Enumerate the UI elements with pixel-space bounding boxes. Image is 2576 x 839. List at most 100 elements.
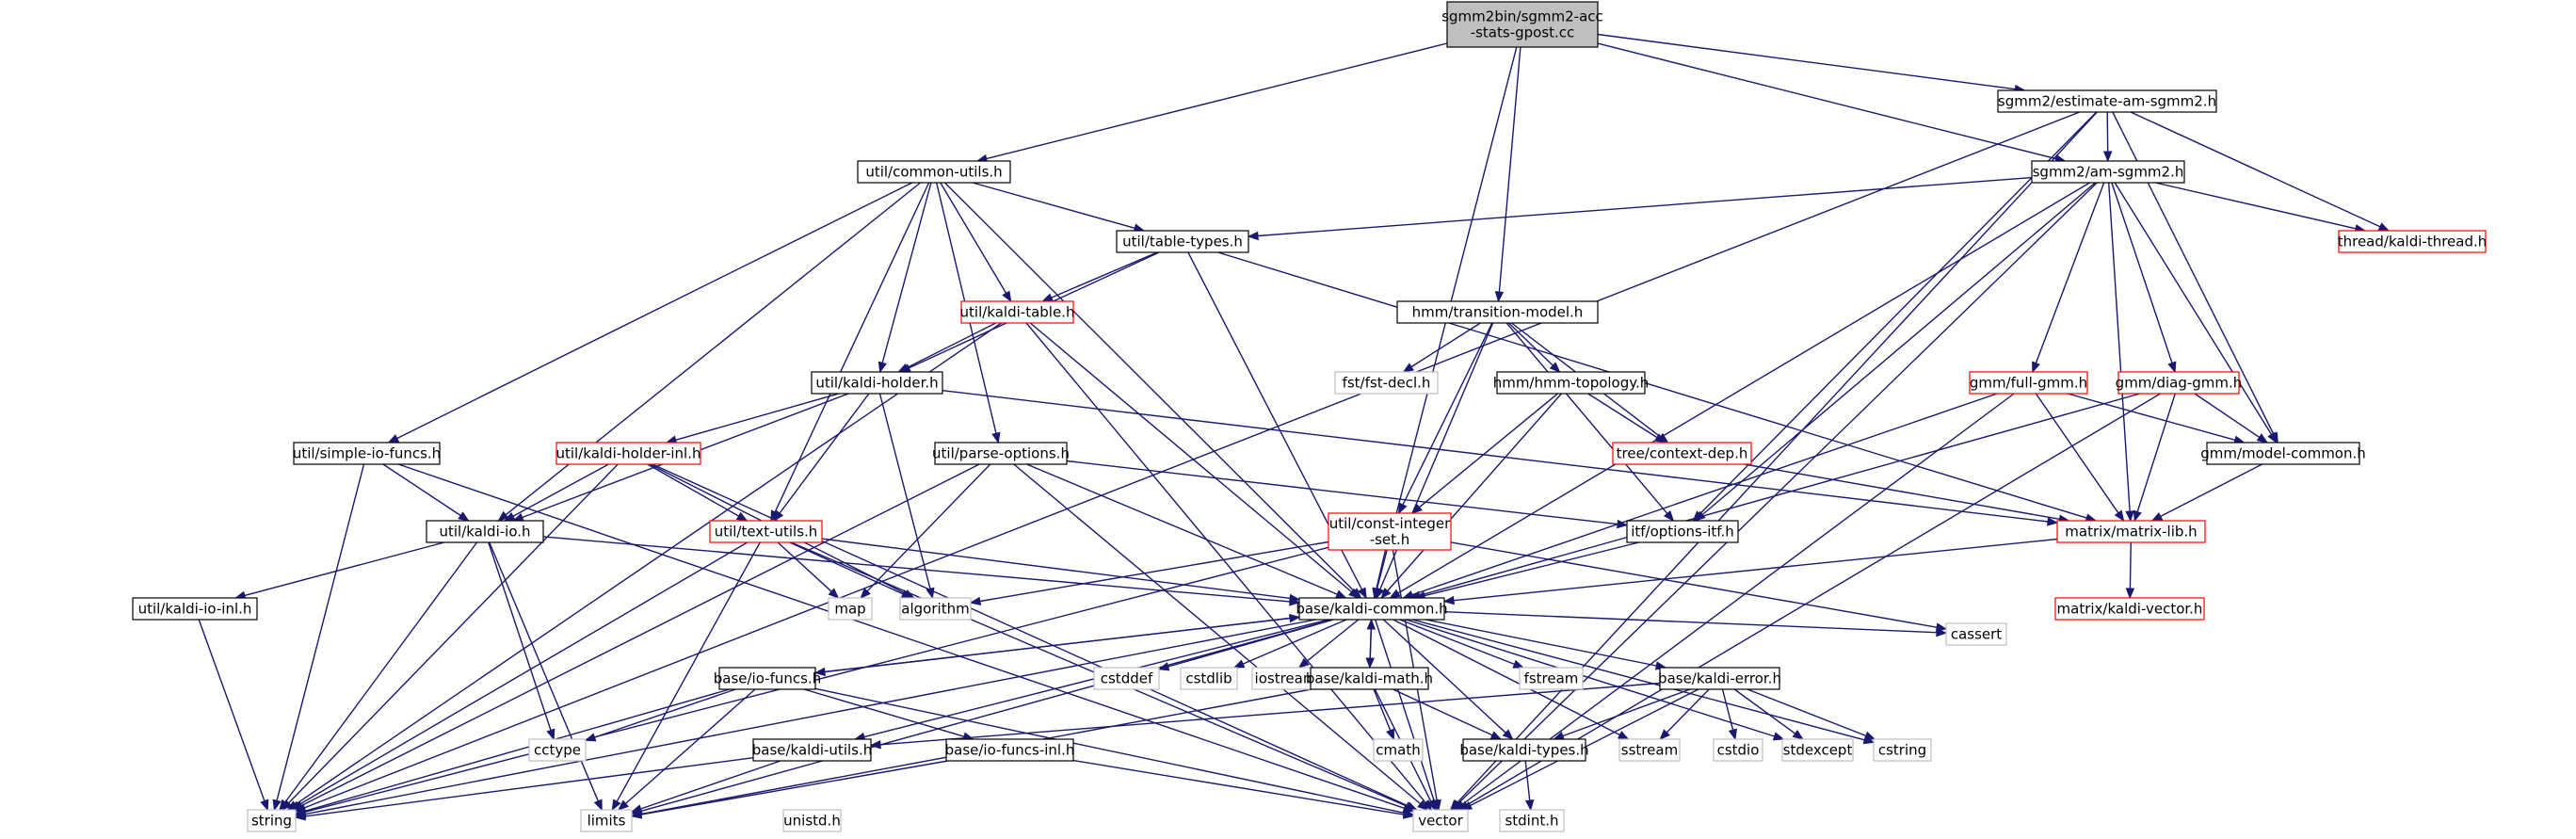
- node-stdint: stdint.h: [1499, 809, 1565, 832]
- edge-line: [1373, 688, 1392, 731]
- edge-line: [1562, 688, 1691, 737]
- edge-arrowhead: [1426, 799, 1436, 812]
- edge-line: [512, 463, 609, 517]
- edge-root-to-tm: [1494, 46, 1521, 303]
- node-kvec[interactable]: matrix/kaldi-vector.h: [2054, 597, 2205, 621]
- node-cstdlib: cstdlib: [1180, 667, 1238, 690]
- edge-arrowhead: [1348, 588, 1360, 599]
- edge-tm-to-opt: [1505, 322, 1675, 523]
- node-label: tree/context-dep.h: [1617, 445, 1748, 462]
- node-box: [1116, 230, 1249, 253]
- edge-line: [940, 182, 1007, 294]
- node-txt[interactable]: util/text-utils.h: [709, 520, 823, 543]
- node-dgmm[interactable]: gmm/diag-gmm.h: [2116, 371, 2243, 395]
- node-fst: fst/fst-decl.h: [1334, 371, 1439, 395]
- edge-arrowhead: [1289, 613, 1301, 623]
- node-ktab[interactable]: util/kaldi-table.h: [960, 300, 1075, 324]
- node-label: gmm/model-common.h: [2200, 445, 2366, 462]
- edge-arrowhead: [458, 511, 470, 522]
- edge-line: [616, 541, 761, 802]
- node-kerr[interactable]: base/kaldi-error.h: [1658, 667, 1781, 690]
- edge-arrowhead: [1489, 731, 1503, 740]
- edge-line: [1375, 619, 1435, 801]
- edge-iof-to-vector: [814, 687, 1415, 817]
- edge-line: [1306, 619, 1360, 663]
- edge-arrowhead: [1247, 231, 1259, 241]
- node-ktypes[interactable]: base/kaldi-types.h: [1459, 738, 1589, 762]
- edge-opt-to-kc: [1414, 541, 1639, 601]
- node-box: [1873, 738, 1932, 762]
- node-label: cstring: [1878, 742, 1926, 759]
- edge-line: [1393, 688, 1493, 736]
- node-label: sgmm2/estimate-am-sgmm2.h: [1998, 93, 2216, 110]
- node-box: [528, 738, 587, 762]
- edge-line: [866, 463, 991, 592]
- edge-line: [1387, 393, 1562, 591]
- node-opt[interactable]: itf/options-itf.h: [1626, 520, 1739, 543]
- node-root[interactable]: sgmm2bin/sgmm2-acc-stats-gpost.cc: [1441, 1, 1603, 48]
- node-tm[interactable]: hmm/transition-model.h: [1396, 300, 1599, 324]
- edge-line: [1410, 322, 1481, 368]
- edge-line: [300, 463, 980, 807]
- edge-arrowhead: [1792, 730, 1804, 740]
- edge-line: [1747, 688, 1867, 737]
- edge-arrowhead: [2267, 431, 2278, 444]
- edge-arrowhead: [1389, 589, 1401, 599]
- node-kioinl[interactable]: util/kaldi-io-inl.h: [132, 597, 258, 621]
- node-kc[interactable]: base/kaldi-common.h: [1296, 597, 1448, 621]
- node-kio[interactable]: util/kaldi-io.h: [426, 520, 544, 543]
- node-cis[interactable]: util/const-integer-set.h: [1328, 512, 1452, 551]
- node-sio[interactable]: util/simple-io-funcs.h: [293, 442, 441, 465]
- edge-line: [779, 393, 870, 514]
- edge-iofinl-to-vector: [1072, 759, 1415, 819]
- node-mc[interactable]: gmm/model-common.h: [2200, 442, 2366, 465]
- node-label: sstream: [1621, 742, 1678, 759]
- node-layer: sgmm2bin/sgmm2-acc-stats-gpost.cc sgmm2/e…: [132, 1, 2487, 832]
- edge-iof-to-iofinl: [803, 688, 974, 741]
- node-label: util/kaldi-io-inl.h: [138, 601, 252, 618]
- edge-arrowhead: [1002, 290, 1012, 303]
- edge-line: [1217, 251, 2087, 519]
- node-iof[interactable]: base/io-funcs.h: [714, 667, 821, 690]
- node-iofinl[interactable]: base/io-funcs-inl.h: [945, 738, 1075, 762]
- edge-kh-to-mlib: [942, 390, 2059, 526]
- node-khi[interactable]: util/kaldi-holder-inl.h: [555, 442, 701, 465]
- edge-arrowhead: [2047, 517, 2059, 526]
- edge-kc-to-ktypes: [1382, 619, 1514, 740]
- node-tt[interactable]: util/table-types.h: [1116, 230, 1249, 253]
- node-kh[interactable]: util/kaldi-holder.h: [811, 371, 943, 395]
- node-box: [426, 520, 544, 543]
- edge-dgmm-to-mlib: [2133, 393, 2176, 523]
- edge-ktab-to-vector: [1025, 322, 1433, 812]
- node-label: util/kaldi-table.h: [960, 304, 1075, 321]
- edge-line: [1369, 628, 1372, 669]
- node-thr[interactable]: thread/kaldi-thread.h: [2338, 230, 2487, 253]
- node-label: util/text-utils.h: [715, 524, 818, 541]
- edge-iof-to-kc: [814, 613, 1301, 674]
- node-box: [1618, 738, 1681, 762]
- edge-line: [1466, 393, 2161, 806]
- node-kmath[interactable]: base/kaldi-math.h: [1306, 667, 1433, 690]
- node-kutils[interactable]: base/kaldi-utils.h: [752, 738, 873, 762]
- node-est[interactable]: sgmm2/estimate-am-sgmm2.h: [1997, 89, 2217, 113]
- node-htop[interactable]: hmm/hmm-topology.h: [1493, 371, 1650, 395]
- node-label: stdint.h: [1505, 813, 1558, 830]
- edge-line: [1072, 759, 1405, 815]
- node-fgmm[interactable]: gmm/full-gmm.h: [1969, 371, 2088, 395]
- edge-tm-to-cis: [1398, 322, 1493, 515]
- edge-arrowhead: [1386, 728, 1394, 741]
- edge-line: [2035, 182, 2105, 363]
- edge-line: [986, 42, 1448, 160]
- edge-line: [640, 760, 781, 810]
- edge-line: [1498, 46, 1521, 293]
- edge-line: [1597, 33, 2016, 90]
- node-mlib[interactable]: matrix/matrix-lib.h: [2056, 520, 2206, 543]
- node-cdep[interactable]: tree/context-dep.h: [1612, 442, 1752, 465]
- node-box: [132, 597, 258, 621]
- edge-kc-to-cstring: [1412, 619, 1876, 745]
- node-po[interactable]: util/parse-options.h: [932, 442, 1070, 465]
- edge-line: [647, 463, 739, 517]
- edge-arrowhead: [1410, 503, 1423, 514]
- node-am[interactable]: sgmm2/am-sgmm2.h: [2031, 160, 2185, 184]
- node-cu[interactable]: util/common-utils.h: [857, 160, 1011, 184]
